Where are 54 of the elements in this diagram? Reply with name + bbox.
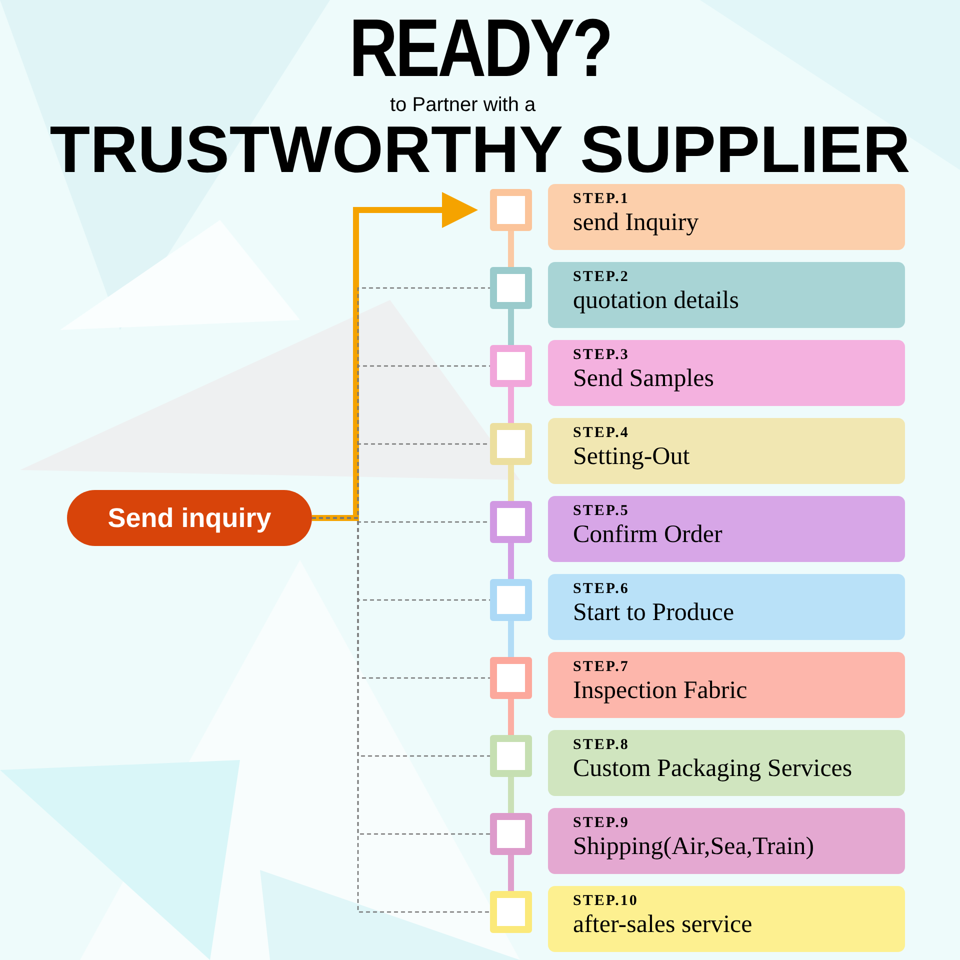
connector-line (508, 309, 514, 345)
square-marker (490, 735, 532, 777)
step-card (548, 262, 905, 328)
step-number: STEP.10 (573, 892, 638, 910)
step-card (548, 496, 905, 562)
step-number: STEP.3 (573, 346, 630, 364)
square-marker (490, 813, 532, 855)
connector-line (508, 387, 514, 423)
step-number: STEP.9 (573, 814, 630, 832)
connector-line (508, 231, 514, 267)
step-card (548, 652, 905, 718)
step-text: Shipping(Air,Sea,Train) (573, 832, 814, 862)
square-marker (490, 423, 532, 465)
square-marker (490, 189, 532, 231)
step-card (548, 808, 905, 874)
step-number: STEP.7 (573, 658, 630, 676)
square-marker (490, 891, 532, 933)
step-text: Custom Packaging Services (573, 754, 852, 784)
connector-line (508, 621, 514, 657)
step-number: STEP.1 (573, 190, 630, 208)
step-number: STEP.5 (573, 502, 630, 520)
step-card (548, 340, 905, 406)
step-card (548, 730, 905, 796)
step-number: STEP.8 (573, 736, 630, 754)
connector-line (508, 699, 514, 735)
step-text: Confirm Order (573, 520, 722, 550)
connector-line (508, 543, 514, 579)
step-number: STEP.2 (573, 268, 630, 286)
title: READY? (348, 8, 612, 90)
square-marker (490, 579, 532, 621)
step-card (548, 418, 905, 484)
connector-line (508, 777, 514, 813)
connector-line (508, 855, 514, 891)
step-number: STEP.6 (573, 580, 630, 598)
step-card (548, 574, 905, 640)
step-text: Start to Produce (573, 598, 734, 628)
step-text: after-sales service (573, 910, 752, 940)
step-text: Inspection Fabric (573, 676, 748, 706)
square-marker (490, 657, 532, 699)
step-text: send Inquiry (573, 208, 699, 238)
step-number: STEP.4 (573, 424, 630, 442)
square-marker (490, 501, 532, 543)
step-text: quotation details (573, 286, 739, 316)
step-text: Send Samples (573, 364, 714, 394)
heading: TRUSTWORTHY SUPPLIER (48, 116, 912, 182)
step-card (548, 184, 905, 250)
subtitle: to Partner with a (390, 95, 536, 115)
step-card (548, 886, 905, 952)
connector-line (508, 465, 514, 501)
step-text: Setting-Out (573, 442, 690, 472)
rounded-button-label: Send inquiry (67, 490, 312, 546)
square-marker (490, 267, 532, 309)
arrow (312, 192, 478, 521)
square-marker (490, 345, 532, 387)
